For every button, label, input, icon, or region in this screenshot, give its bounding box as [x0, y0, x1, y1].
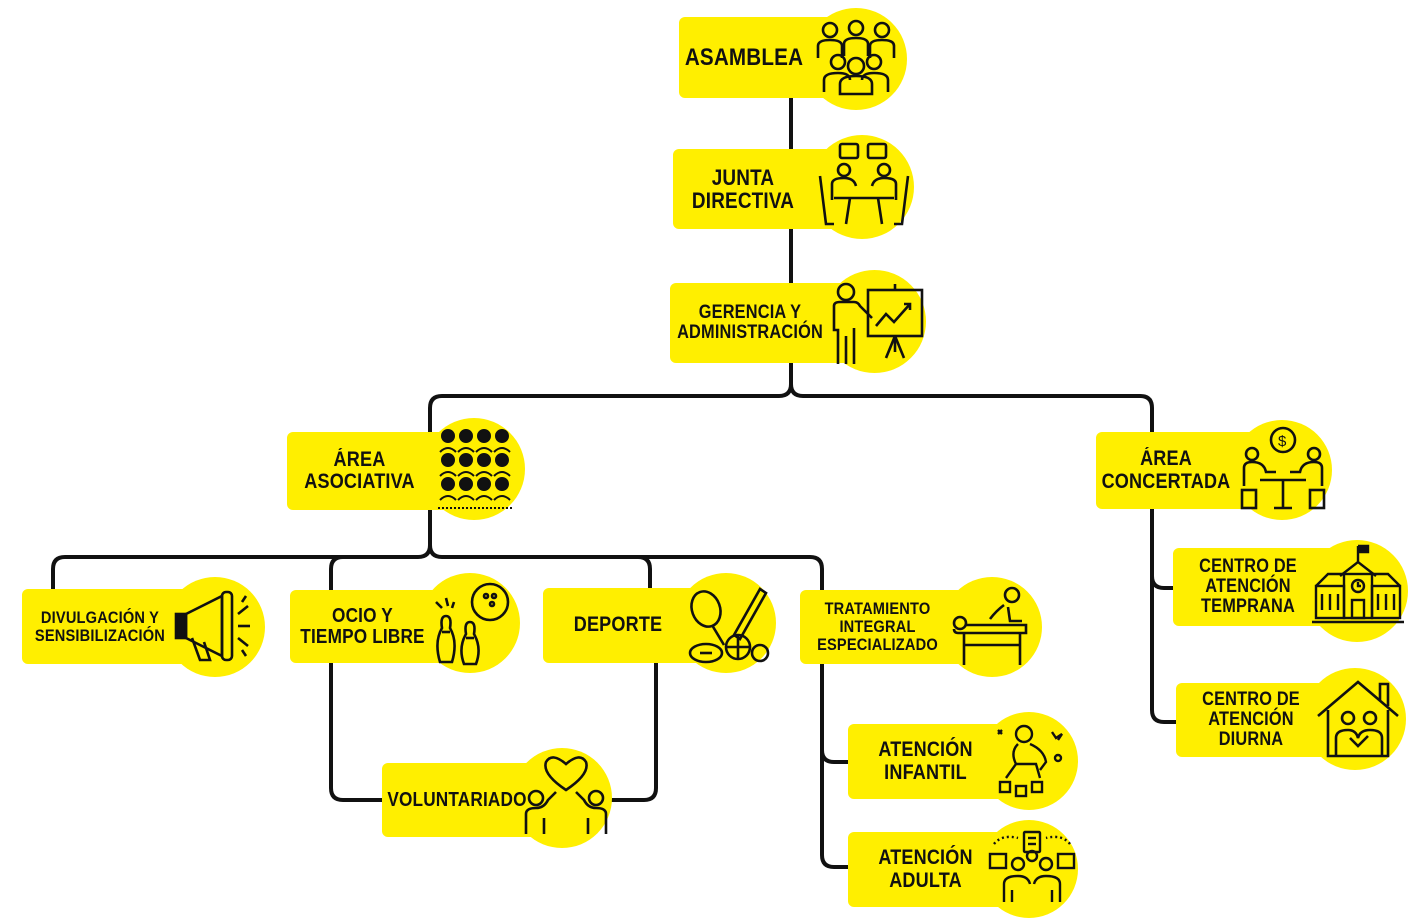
connector-asociativa-children — [51, 508, 824, 592]
atencion-infantil-label: ATENCIÓN INFANTIL — [878, 738, 973, 784]
centro-temprana-label: CENTRO DE ATENCIÓN TEMPRANA — [1199, 556, 1297, 617]
asamblea-label: ASAMBLEA — [684, 43, 804, 71]
child-playing-icon — [992, 720, 1072, 802]
gerencia-label: GERENCIA Y ADMINISTRACIÓN — [677, 302, 823, 343]
deporte-label: DEPORTE — [573, 613, 663, 637]
school-building-icon — [1312, 544, 1404, 626]
junta-directiva-label: JUNTA DIRECTIVA — [691, 164, 795, 213]
connector-tratamiento-children — [820, 662, 850, 869]
svg-text:$: $ — [1278, 433, 1287, 450]
group-of-people-icon — [808, 18, 904, 98]
ocio-label: OCIO Y TIEMPO LIBRE — [300, 604, 425, 648]
atencion-adulta-label: ATENCIÓN ADULTA — [878, 846, 973, 892]
divulgacion-label: DIVULGACIÓN Y SENSIBILIZACIÓN — [34, 607, 166, 645]
meeting-table-icon — [814, 140, 914, 232]
voluntariado-label: VOLUNTARIADO — [387, 788, 527, 811]
sports-equipment-icon — [684, 585, 774, 669]
massage-therapy-icon — [950, 585, 1038, 669]
megaphone-icon — [172, 588, 268, 664]
connector-gerencia-areas — [428, 360, 1154, 434]
bowling-icon — [432, 580, 516, 666]
tratamiento-label: TRATAMIENTO INTEGRAL ESPECIALIZADO — [817, 599, 938, 654]
connector-voluntariado — [329, 658, 658, 802]
house-family-icon — [1314, 676, 1402, 762]
adult-group-icon — [988, 828, 1076, 904]
money-negotiation-icon: $ — [1238, 424, 1328, 512]
connector-concertada-children — [1150, 506, 1178, 724]
centro-diurna-label: CENTRO DE ATENCIÓN DIURNA — [1202, 689, 1300, 750]
presenter-board-icon — [830, 280, 926, 366]
audience-icon — [436, 426, 516, 512]
heart-hands-icon — [522, 752, 610, 836]
area-concertada-label: ÁREA CONCERTADA — [1101, 447, 1231, 493]
area-asociativa-label: ÁREA ASOCIATIVA — [304, 447, 415, 493]
